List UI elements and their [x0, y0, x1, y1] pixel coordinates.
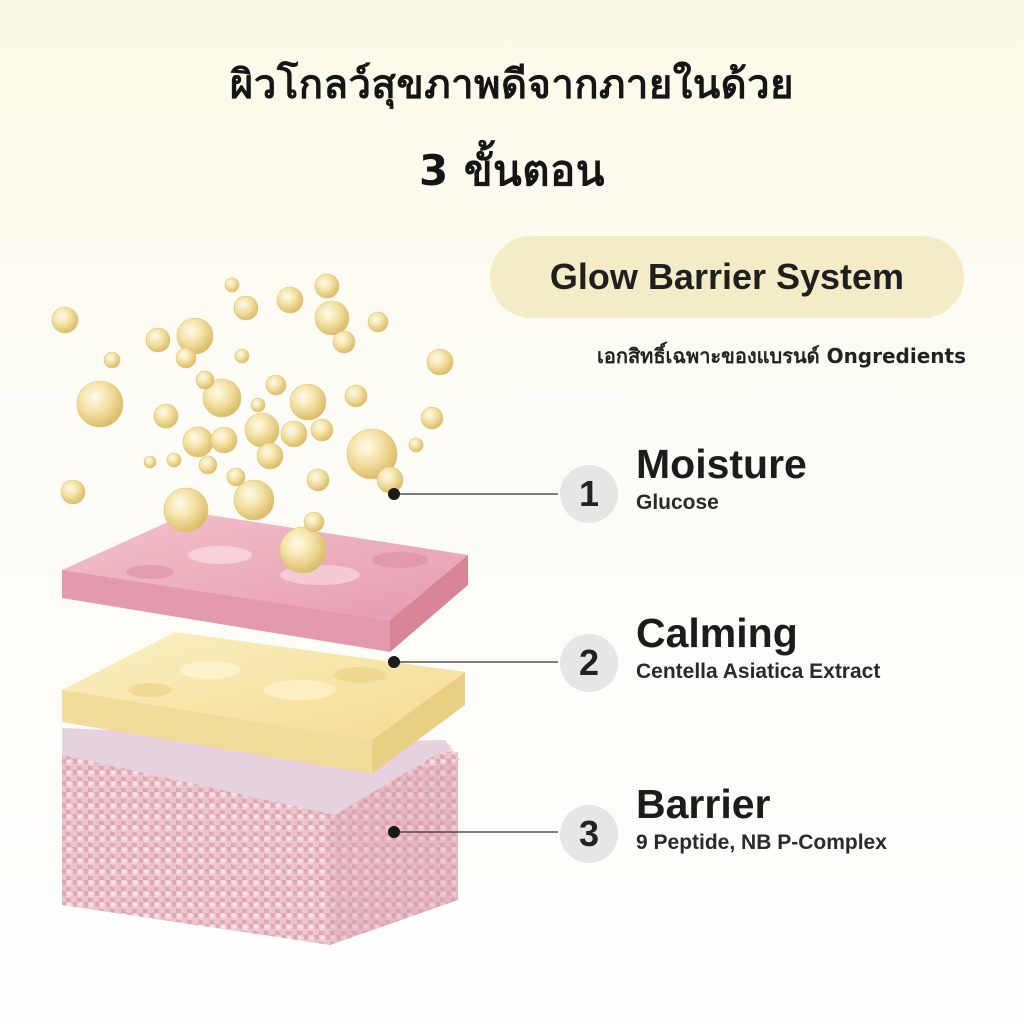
- bubble: [51, 306, 79, 334]
- bubble: [244, 412, 280, 448]
- step-ingredient: 9 Peptide, NB P-Complex: [636, 831, 887, 854]
- bubble: [233, 479, 275, 521]
- bubble: [314, 300, 350, 336]
- step-title: Barrier: [636, 781, 771, 827]
- bubble: [166, 452, 182, 468]
- bubble: [143, 455, 157, 469]
- calming-layer: [62, 632, 465, 774]
- callout-lines: [388, 488, 558, 838]
- bubble: [408, 437, 424, 453]
- glucose-bubbles: [51, 273, 454, 574]
- bubble: [376, 466, 404, 494]
- bubble: [426, 348, 454, 376]
- bubble: [289, 383, 327, 421]
- bubble: [163, 487, 209, 533]
- moisture-layer: [62, 512, 468, 652]
- headline-line-1: ผิวโกลว์สุขภาพดีจากภายในด้วย: [229, 62, 795, 108]
- bubble: [76, 380, 124, 428]
- bubble: [265, 374, 287, 396]
- bubble: [314, 273, 340, 299]
- step-ingredient: Centella Asiatica Extract: [636, 660, 881, 683]
- system-badge: Glow Barrier System: [490, 236, 964, 318]
- bubble: [276, 286, 304, 314]
- barrier-layer: [62, 728, 460, 945]
- bubble: [182, 426, 214, 458]
- bubble: [306, 468, 330, 492]
- bubble: [234, 348, 250, 364]
- bubble: [250, 397, 266, 413]
- bubble: [256, 442, 284, 470]
- bubble: [332, 330, 356, 354]
- bubble: [367, 311, 389, 333]
- step-ingredient: Glucose: [636, 491, 719, 514]
- bubble: [279, 526, 327, 574]
- step-number-badge: 2: [560, 634, 618, 692]
- bubble: [198, 455, 218, 475]
- bubble: [175, 347, 197, 369]
- system-badge-label: Glow Barrier System: [549, 256, 905, 297]
- step-title: Calming: [636, 610, 798, 656]
- bubble: [310, 418, 334, 442]
- bubble: [103, 351, 121, 369]
- step-number-badge: 1: [560, 465, 618, 523]
- bubble: [145, 327, 171, 353]
- bubble: [233, 295, 259, 321]
- bubble: [60, 479, 86, 505]
- headline-line-2: 3 ขั้นตอน: [419, 146, 605, 195]
- step-number-badge: 3: [560, 805, 618, 863]
- bubble: [420, 406, 444, 430]
- bubble: [195, 370, 215, 390]
- bubble: [224, 277, 240, 293]
- bubble: [226, 467, 246, 487]
- bubble: [344, 384, 368, 408]
- bubble: [303, 511, 325, 533]
- bubble: [210, 426, 238, 454]
- bubble: [153, 403, 179, 429]
- bubble: [346, 428, 398, 480]
- step-title: Moisture: [636, 441, 807, 487]
- system-caption: เอกสิทธิ์เฉพาะของแบรนด์ Ongredients: [597, 344, 966, 368]
- bubble: [202, 378, 242, 418]
- bubble: [280, 420, 308, 448]
